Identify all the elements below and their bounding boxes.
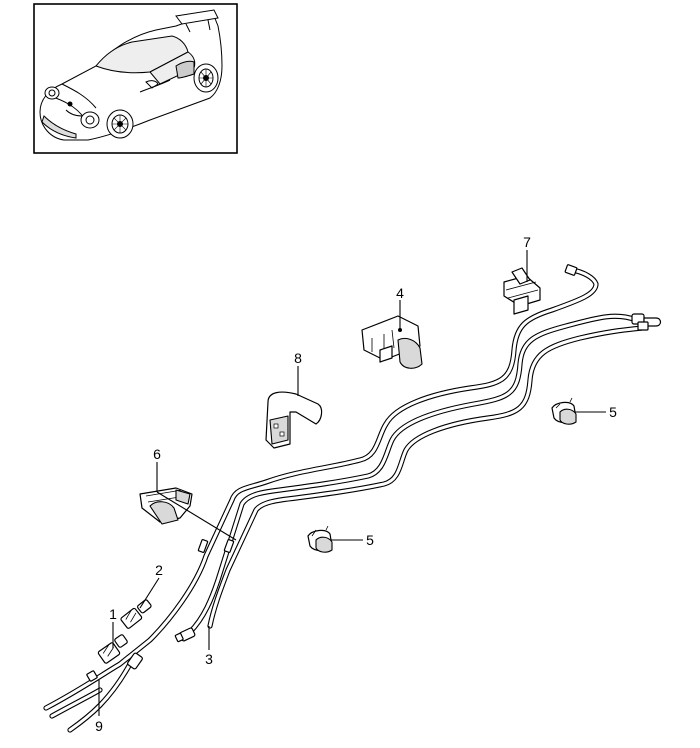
fitting-3 [174, 627, 196, 643]
clip-5-right [551, 397, 577, 425]
fitting-top-right [564, 264, 662, 331]
fitting-2 [120, 599, 152, 629]
clip-7 [503, 267, 541, 315]
callout-1: 1 [109, 606, 117, 622]
callout-3: 3 [205, 651, 213, 667]
callout-6: 6 [153, 446, 161, 462]
callout-9: 9 [95, 718, 103, 734]
callout-2: 2 [155, 562, 163, 578]
fitting-9 [86, 652, 143, 682]
bracket-8 [265, 391, 323, 449]
fitting-1 [97, 634, 128, 664]
callout-8: 8 [294, 350, 302, 366]
leader-lines [98, 250, 606, 716]
callout-5-middle: 5 [366, 532, 374, 548]
car-illustration [39, 9, 223, 141]
callouts: 1 2 3 4 5 5 6 7 8 9 [95, 234, 617, 734]
clip-5-middle [307, 525, 333, 553]
clamp-6 [139, 487, 193, 525]
pipe-sleeves [197, 539, 235, 553]
callout-4: 4 [396, 285, 404, 301]
callout-5-right: 5 [609, 404, 617, 420]
vehicle-thumbnail [33, 3, 238, 154]
bracket-4 [361, 315, 423, 369]
callout-7: 7 [523, 234, 531, 250]
pipe-bundle [43, 267, 645, 733]
